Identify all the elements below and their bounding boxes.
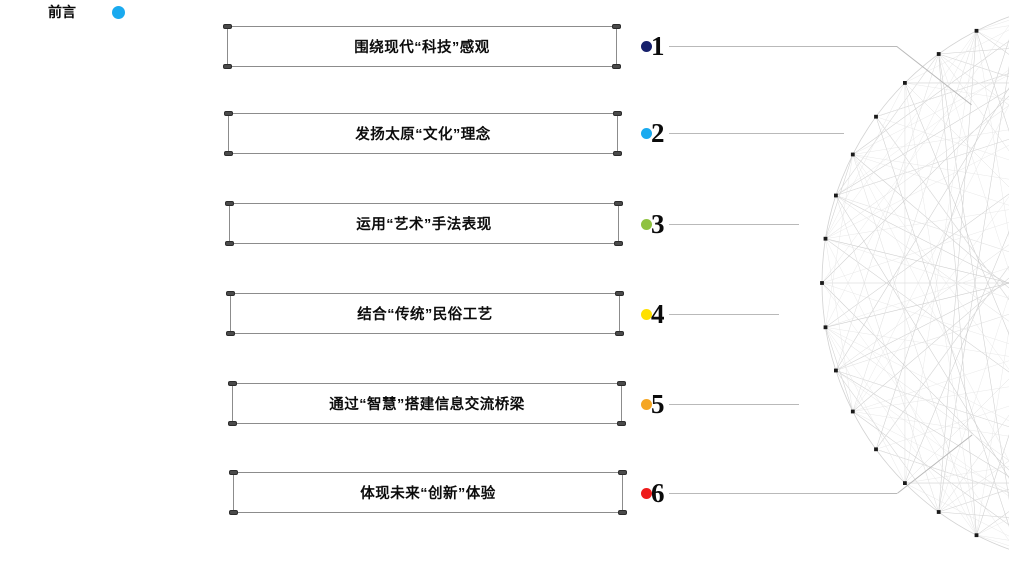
connector-line-5 [669,404,799,405]
selection-handle-tr[interactable] [614,201,623,206]
selection-handle-bl[interactable] [228,421,237,426]
connector-line-3 [669,224,799,225]
selection-handle-tr[interactable] [617,381,626,386]
selection-handle-tl[interactable] [228,381,237,386]
selection-handle-tl[interactable] [225,201,234,206]
item-box-4[interactable]: 结合“传统”民俗工艺 [226,291,624,336]
item-box-1[interactable]: 围绕现代“科技”感观 [223,24,621,69]
item-bullet-dot-1 [641,41,652,52]
selection-handle-br[interactable] [617,421,626,426]
item-number-2: 2 [651,118,665,148]
connector-tail-1 [896,46,972,106]
item-number-5: 5 [651,389,665,419]
item-bullet-dot-5 [641,399,652,410]
item-marker-2[interactable]: 2 [641,120,665,147]
connector-line-1 [669,46,897,47]
connector-tail-6 [897,434,973,494]
item-label-1: 围绕现代“科技”感观 [354,40,490,56]
item-bullet-dot-6 [641,488,652,499]
item-bullet-dot-4 [641,309,652,320]
item-label-6: 体现未来“创新”体验 [360,486,496,502]
item-marker-4[interactable]: 4 [641,301,665,328]
item-label-3: 运用“艺术”手法表现 [356,217,492,233]
connector-line-4 [669,314,779,315]
item-label-2: 发扬太原“文化”理念 [355,127,491,143]
item-box-6[interactable]: 体现未来“创新”体验 [229,470,627,515]
selection-handle-bl[interactable] [225,241,234,246]
connector-line-2 [669,133,844,134]
selection-handle-br[interactable] [612,64,621,69]
selection-handle-bl[interactable] [224,151,233,156]
selection-handle-tr[interactable] [612,24,621,29]
selection-handle-tr[interactable] [618,470,627,475]
radial-spirograph-graphic [820,16,1009,550]
page-title-group: 前言 [48,5,125,19]
item-number-4: 4 [651,299,665,329]
selection-handle-br[interactable] [614,241,623,246]
selection-handle-tl[interactable] [229,470,238,475]
selection-handle-tl[interactable] [223,24,232,29]
item-number-6: 6 [651,478,665,508]
selection-handle-br[interactable] [615,331,624,336]
selection-handle-br[interactable] [618,510,627,515]
item-marker-6[interactable]: 6 [641,480,665,507]
connector-line-6 [669,493,897,494]
item-marker-3[interactable]: 3 [641,211,665,238]
item-box-3[interactable]: 运用“艺术”手法表现 [225,201,623,246]
page-title: 前言 [48,4,76,20]
item-label-5: 通过“智慧”搭建信息交流桥梁 [329,397,525,413]
item-number-1: 1 [651,31,665,61]
selection-handle-tl[interactable] [226,291,235,296]
item-label-4: 结合“传统”民俗工艺 [357,307,493,323]
selection-handle-br[interactable] [613,151,622,156]
selection-handle-tl[interactable] [224,111,233,116]
item-bullet-dot-2 [641,128,652,139]
selection-handle-bl[interactable] [226,331,235,336]
selection-handle-tr[interactable] [613,111,622,116]
blue-dot-icon [112,5,125,19]
item-number-3: 3 [651,209,665,239]
selection-handle-bl[interactable] [229,510,238,515]
item-box-2[interactable]: 发扬太原“文化”理念 [224,111,622,156]
selection-handle-bl[interactable] [223,64,232,69]
item-marker-5[interactable]: 5 [641,391,665,418]
selection-handle-tr[interactable] [615,291,624,296]
item-box-5[interactable]: 通过“智慧”搭建信息交流桥梁 [228,381,626,426]
item-bullet-dot-3 [641,219,652,230]
item-marker-1[interactable]: 1 [641,33,665,60]
